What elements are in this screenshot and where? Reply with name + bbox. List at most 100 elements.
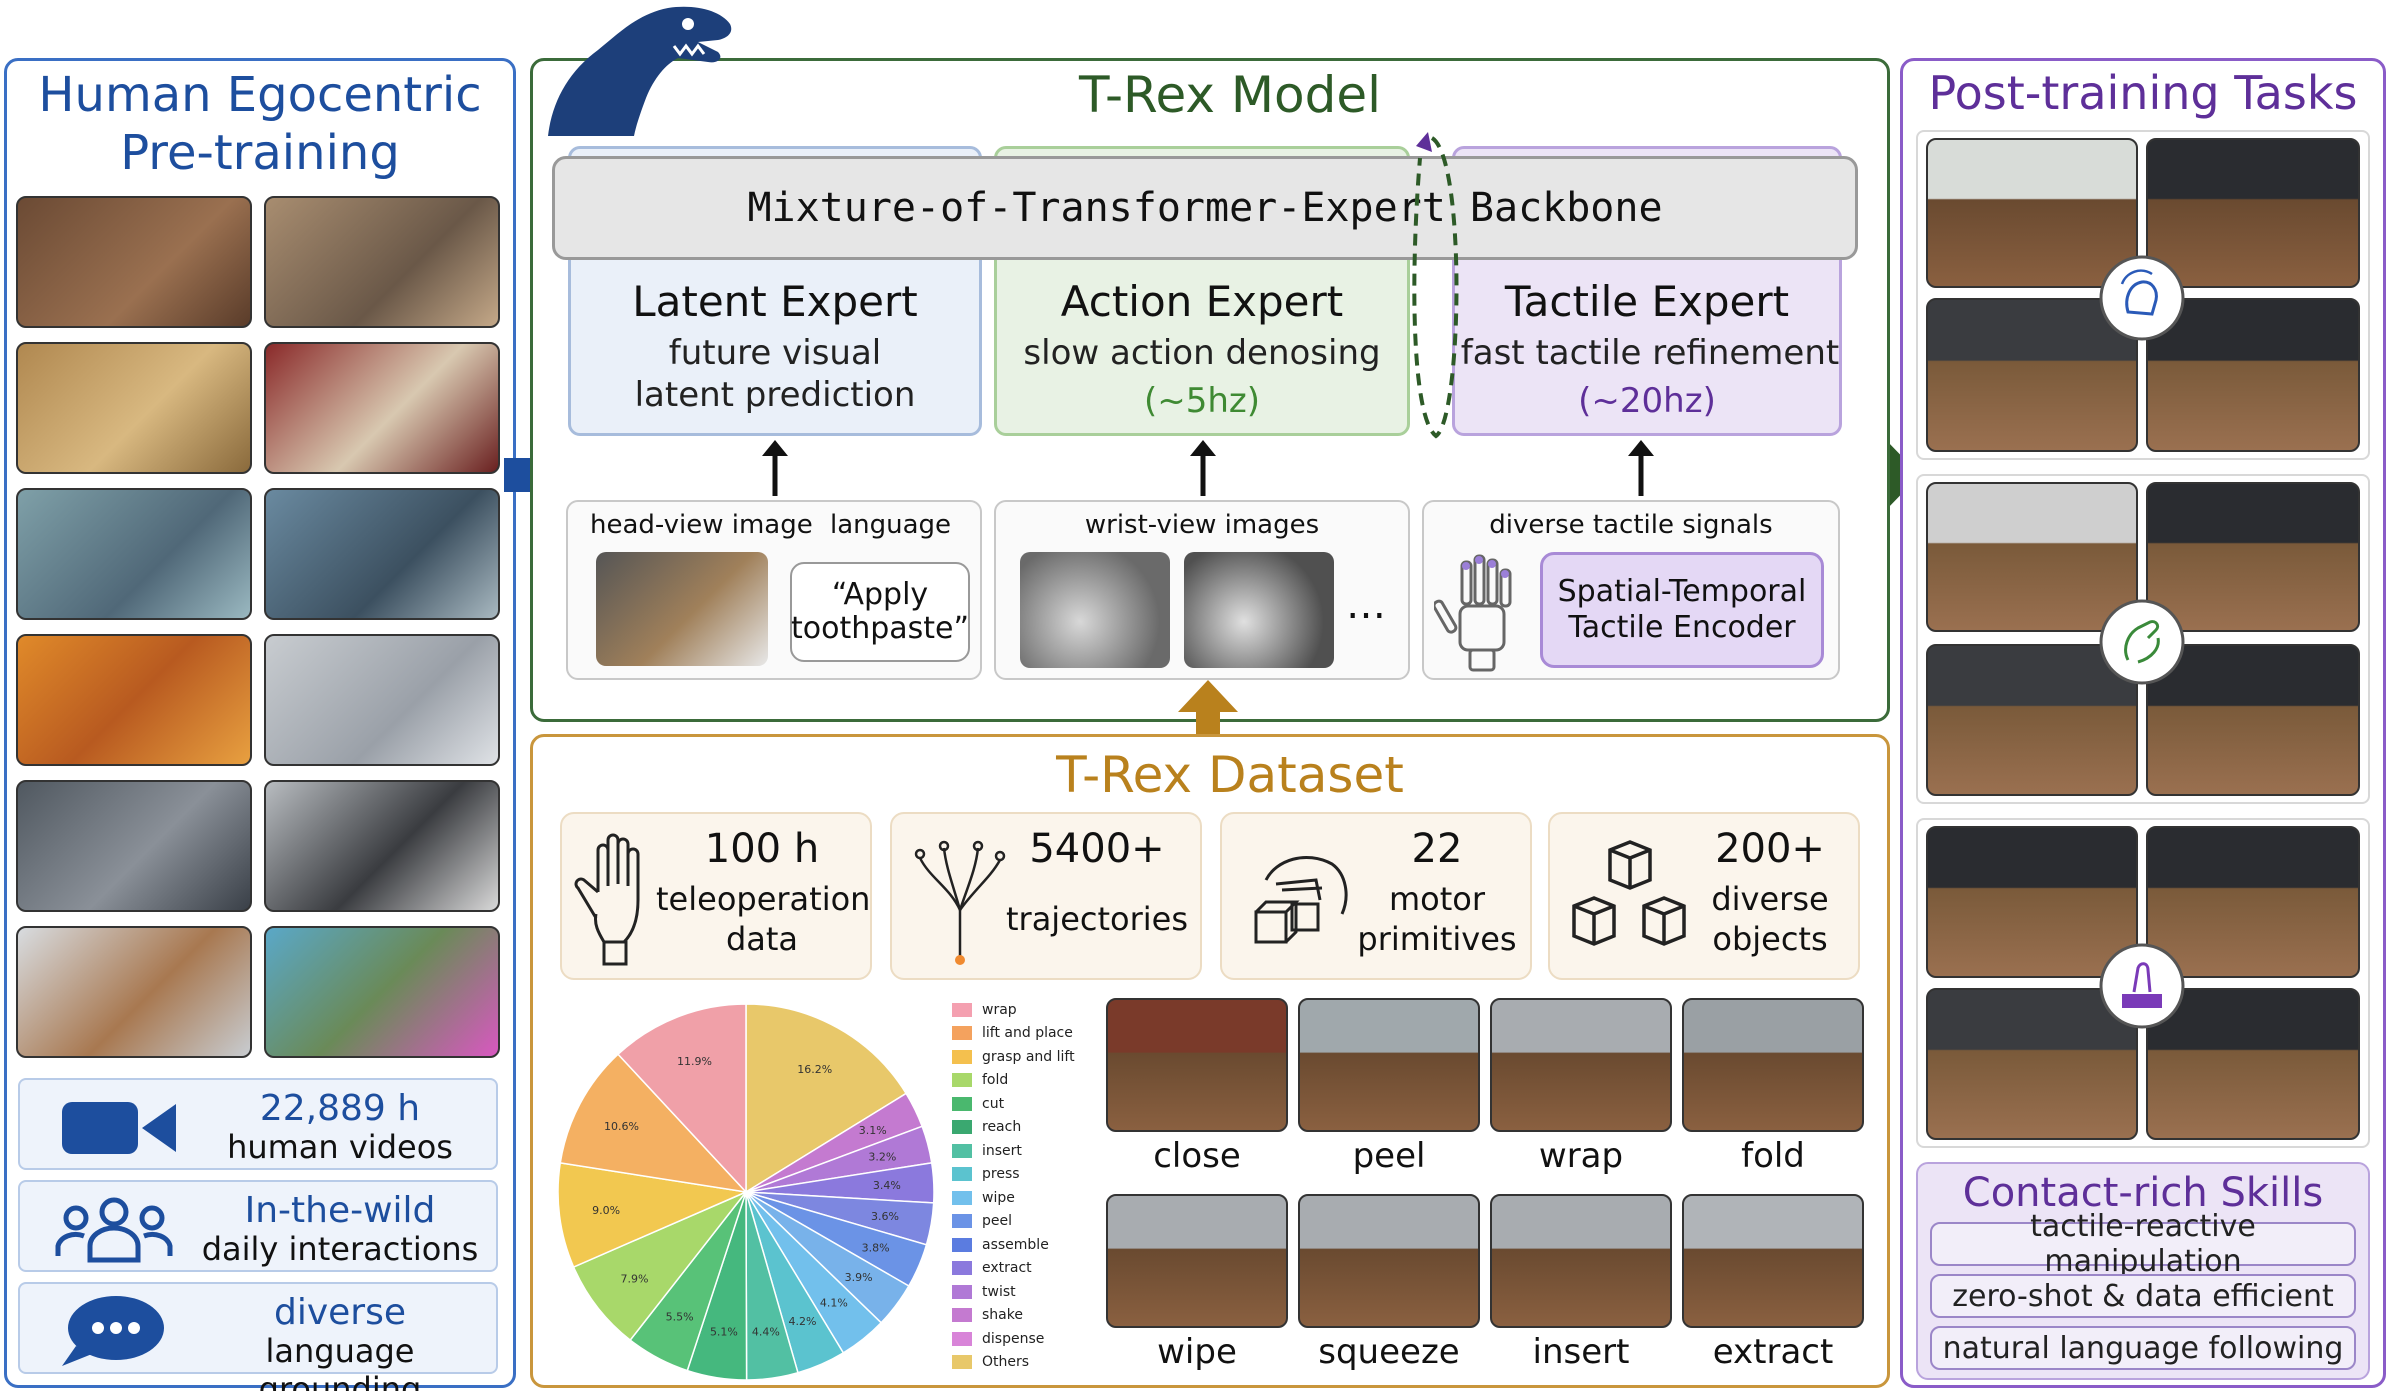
speech-bubble-icon [62, 1296, 164, 1366]
robot-hand-icon [574, 833, 640, 966]
arrow-up-action [1190, 440, 1216, 496]
arrow-dataset-to-model [1178, 680, 1238, 752]
pie-slice-label: 4.4% [752, 1326, 780, 1339]
legend-item: dispense [952, 1327, 1102, 1351]
wrist-view-input-box: wrist-view images … [994, 500, 1410, 680]
dataset-stat-objects-value: 200+ [1715, 826, 1825, 872]
ego-photo-6 [264, 488, 500, 620]
tactile-expert-line1: fast tactile refinement [1460, 333, 1840, 373]
pie-slice-label: 4.1% [820, 1296, 848, 1309]
model-title: T-Rex Model [1079, 66, 1381, 124]
task-photo-6 [2146, 482, 2360, 632]
press-button-icon [2099, 943, 2185, 1029]
legend-label: shake [982, 1307, 1023, 1324]
skill-caption: fold [1741, 1136, 1805, 1176]
ego-photo-9 [16, 780, 252, 912]
task-photo-9 [1926, 826, 2138, 978]
skill-image [1682, 998, 1864, 1132]
skill-caption: peel [1352, 1136, 1426, 1176]
skill-tactile-reactive: tactile-reactive manipulation [1930, 1209, 2356, 1279]
legend-swatch [952, 1143, 972, 1158]
pie-slice-label: 5.1% [710, 1325, 738, 1338]
arrow-up-tactile [1628, 440, 1654, 496]
task-photo-2 [2146, 138, 2360, 288]
task-photo-3 [1926, 298, 2138, 452]
skill-image [1106, 1194, 1288, 1328]
tactile-input-box: diverse tactile signals Spatial-Temporal… [1422, 500, 1840, 680]
pie-slice [559, 1053, 749, 1194]
legend-label: dispense [982, 1330, 1045, 1347]
dataset-stat-teleop-line1: teleoperation [656, 880, 871, 918]
language-quote-bubble: “Apply toothpaste” [790, 562, 970, 662]
primitive-distribution-pie-chart: 16.2%3.1%3.2%3.4%3.6%3.8%3.9%4.1%4.2%4.4… [557, 1003, 935, 1381]
legend-swatch [952, 1190, 972, 1205]
head-view-input-box: head-view image language “Apply toothpas… [566, 500, 982, 680]
tactile-expert-title: Tactile Expert [1504, 277, 1790, 326]
legend-label: lift and place [982, 1025, 1073, 1042]
dataset-stat-trajectories-value: 5400+ [1029, 826, 1165, 872]
pie-slice-label: 3.9% [845, 1271, 873, 1284]
ego-photo-3 [16, 342, 252, 474]
pie-slice-label: 3.2% [868, 1150, 896, 1163]
legend-swatch [952, 1355, 972, 1370]
legend-item: insert [952, 1139, 1102, 1163]
wrist-view-image-2 [1184, 552, 1334, 668]
task-photo-8 [2146, 644, 2360, 796]
task-group-2 [1916, 474, 2370, 804]
legend-swatch [952, 1026, 972, 1041]
ego-photo-5 [16, 488, 252, 620]
legend-swatch [952, 1049, 972, 1064]
pie-slice-label: 5.5% [666, 1310, 694, 1323]
hand-grasp-cubes-icon [1254, 856, 1348, 944]
contact-rich-skills-title: Contact-rich Skills [1962, 1170, 2324, 1216]
legend-item: peel [952, 1210, 1102, 1234]
pie-slice-label: 4.2% [788, 1315, 816, 1328]
pie-slice-label: 3.8% [862, 1241, 890, 1254]
tactile-expert-rate: (~20hz) [1578, 381, 1716, 421]
legend-label: wipe [982, 1189, 1015, 1206]
pretraining-title-line1: Human Egocentric [38, 67, 482, 123]
pretraining-title: Human Egocentric Pre-training [4, 66, 516, 182]
legend-label: reach [982, 1119, 1022, 1136]
legend-swatch [952, 1096, 972, 1111]
legend-swatch [952, 1073, 972, 1088]
task-group-3 [1916, 818, 2370, 1148]
video-camera-icon [62, 1102, 176, 1154]
skill-natural-language-label: natural language following [1942, 1330, 2344, 1366]
latent-expert-line1: future visual [668, 333, 882, 373]
legend-label: insert [982, 1142, 1022, 1159]
legend-label: twist [982, 1283, 1016, 1300]
skill-zero-shot-label: zero-shot & data efficient [1952, 1278, 2334, 1314]
dataset-stat-trajectories: 5400+ trajectories [890, 812, 1202, 980]
task-group-1 [1916, 130, 2370, 460]
wrist-view-image-1 [1020, 552, 1170, 668]
pie-slice-label: 3.1% [859, 1124, 887, 1137]
legend-label: Others [982, 1354, 1030, 1371]
legend-label: peel [982, 1213, 1013, 1230]
task-photo-4 [2146, 298, 2360, 452]
wrist-view-ellipsis: … [1346, 582, 1386, 628]
skill-natural-language: natural language following [1930, 1326, 2356, 1370]
tactile-signals-label: diverse tactile signals [1489, 510, 1773, 540]
legend-item: reach [952, 1116, 1102, 1140]
pie-slice-label: 10.6% [604, 1120, 639, 1133]
trex-logo-icon [548, 6, 732, 137]
legend-swatch [952, 1002, 972, 1017]
grasp-gesture-icon [2099, 599, 2185, 685]
legend-label: press [982, 1166, 1020, 1183]
legend-swatch [952, 1261, 972, 1276]
legend-label: cut [982, 1095, 1005, 1112]
task-photo-7 [1926, 644, 2138, 796]
dataset-stat-teleop-line2: data [725, 920, 799, 958]
pie-slice-label: 16.2% [797, 1063, 832, 1076]
skill-image [1106, 998, 1288, 1132]
dataset-stat-primitives: 22 motor primitives [1220, 812, 1532, 980]
ego-photo-12 [264, 926, 500, 1058]
ego-photo-8 [264, 634, 500, 766]
skill-caption: wipe [1157, 1332, 1237, 1372]
legend-swatch [952, 1308, 972, 1323]
legend-label: fold [982, 1072, 1009, 1089]
pie-slice-label: 7.9% [621, 1272, 649, 1285]
legend-item: press [952, 1163, 1102, 1187]
